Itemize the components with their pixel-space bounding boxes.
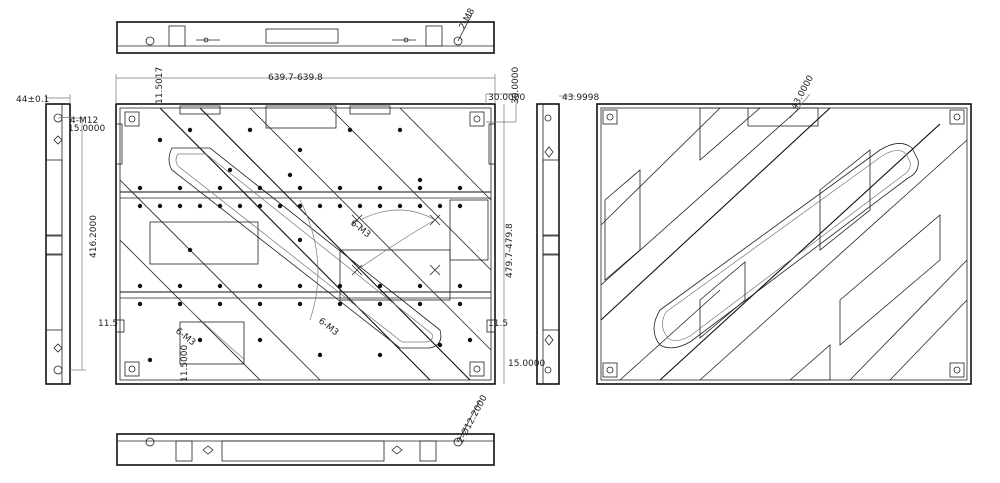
mounting-hole <box>397 127 403 133</box>
mounting-hole <box>297 185 303 191</box>
mounting-hole <box>217 283 223 289</box>
mounting-hole <box>137 301 143 307</box>
mounting-hole <box>457 301 463 307</box>
mounting-hole <box>247 127 253 133</box>
mounting-hole <box>457 185 463 191</box>
mounting-hole <box>377 203 383 209</box>
side-bolt-label: 4-M12 <box>70 116 98 126</box>
mounting-hole <box>297 203 303 209</box>
mounting-hole <box>417 177 423 183</box>
right-side-bottom-label: 15.0000 <box>508 359 545 369</box>
mounting-hole <box>177 185 183 191</box>
top-view <box>116 13 495 54</box>
mounting-hole <box>337 185 343 191</box>
mounting-hole <box>157 137 163 143</box>
right-side-view <box>536 95 575 385</box>
mounting-hole <box>457 283 463 289</box>
back-view <box>596 93 972 385</box>
front-bottom-offset-label: 11.5000 <box>180 345 190 382</box>
front-right-top-label: 30.0000 <box>488 93 525 103</box>
mounting-hole <box>217 203 223 209</box>
bottom-hole-label: 2-Ø12.2000 <box>455 393 490 445</box>
mounting-hole <box>147 357 153 363</box>
front-right-top2-label: 30.0000 <box>511 67 521 104</box>
mounting-hole <box>417 301 423 307</box>
mounting-hole <box>257 283 263 289</box>
mounting-hole <box>217 301 223 307</box>
side-offset-label: 15.0000 <box>68 124 105 134</box>
mounting-hole <box>177 301 183 307</box>
mounting-hole <box>187 127 193 133</box>
mounting-hole <box>197 203 203 209</box>
holes-right-label: 6-M3 <box>316 316 340 338</box>
mounting-hole <box>337 301 343 307</box>
mounting-hole <box>377 283 383 289</box>
mounting-hole <box>377 352 383 358</box>
holes-upper-label: 6-M3 <box>348 218 372 240</box>
mounting-hole <box>217 185 223 191</box>
back-offset-label: 43.0000 <box>790 74 816 112</box>
mounting-hole <box>467 337 473 343</box>
bottom-view <box>116 399 495 466</box>
mounting-hole <box>297 301 303 307</box>
mounting-hole <box>137 203 143 209</box>
mounting-hole <box>177 283 183 289</box>
mounting-hole <box>377 301 383 307</box>
mounting-hole <box>257 203 263 209</box>
mounting-hole <box>197 337 203 343</box>
front-view <box>115 74 520 385</box>
mounting-hole <box>297 283 303 289</box>
front-left-mid-label: 11.5 <box>98 319 118 329</box>
mounting-hole <box>417 203 423 209</box>
mounting-hole <box>287 172 293 178</box>
front-top-offset-label: 11.5017 <box>155 67 165 104</box>
mounting-hole <box>157 203 163 209</box>
side-thickness-label: 44±0.1 <box>16 95 49 105</box>
front-right-mid-label: 11.5 <box>488 319 508 329</box>
mounting-hole <box>257 301 263 307</box>
front-width-label: 639.7-639.8 <box>268 73 323 83</box>
mounting-hole <box>137 283 143 289</box>
mounting-hole <box>337 283 343 289</box>
mounting-hole <box>187 247 193 253</box>
front-height-label: 479.7-479.8 <box>505 223 515 278</box>
top-bolt-label: 2-M8 <box>458 7 478 32</box>
side-height-label: 416.2000 <box>89 215 99 258</box>
mounting-hole <box>297 147 303 153</box>
mounting-hole <box>237 203 243 209</box>
mounting-hole <box>137 185 143 191</box>
mounting-hole <box>347 127 353 133</box>
mounting-hole <box>297 237 303 243</box>
mounting-hole <box>417 185 423 191</box>
mounting-hole <box>397 203 403 209</box>
mounting-hole <box>437 342 443 348</box>
mounting-hole <box>377 185 383 191</box>
mounting-hole <box>437 203 443 209</box>
right-side-depth-label: 43.9998 <box>562 93 599 103</box>
mounting-hole <box>317 352 323 358</box>
mounting-hole <box>337 203 343 209</box>
mounting-hole <box>317 203 323 209</box>
left-side-view <box>45 94 86 385</box>
mounting-hole <box>227 167 233 173</box>
mounting-hole <box>417 283 423 289</box>
mounting-hole <box>257 185 263 191</box>
mounting-hole <box>457 203 463 209</box>
mounting-hole <box>177 203 183 209</box>
mounting-holes <box>137 127 473 363</box>
mounting-hole <box>277 203 283 209</box>
mounting-hole <box>257 337 263 343</box>
mounting-hole <box>357 203 363 209</box>
